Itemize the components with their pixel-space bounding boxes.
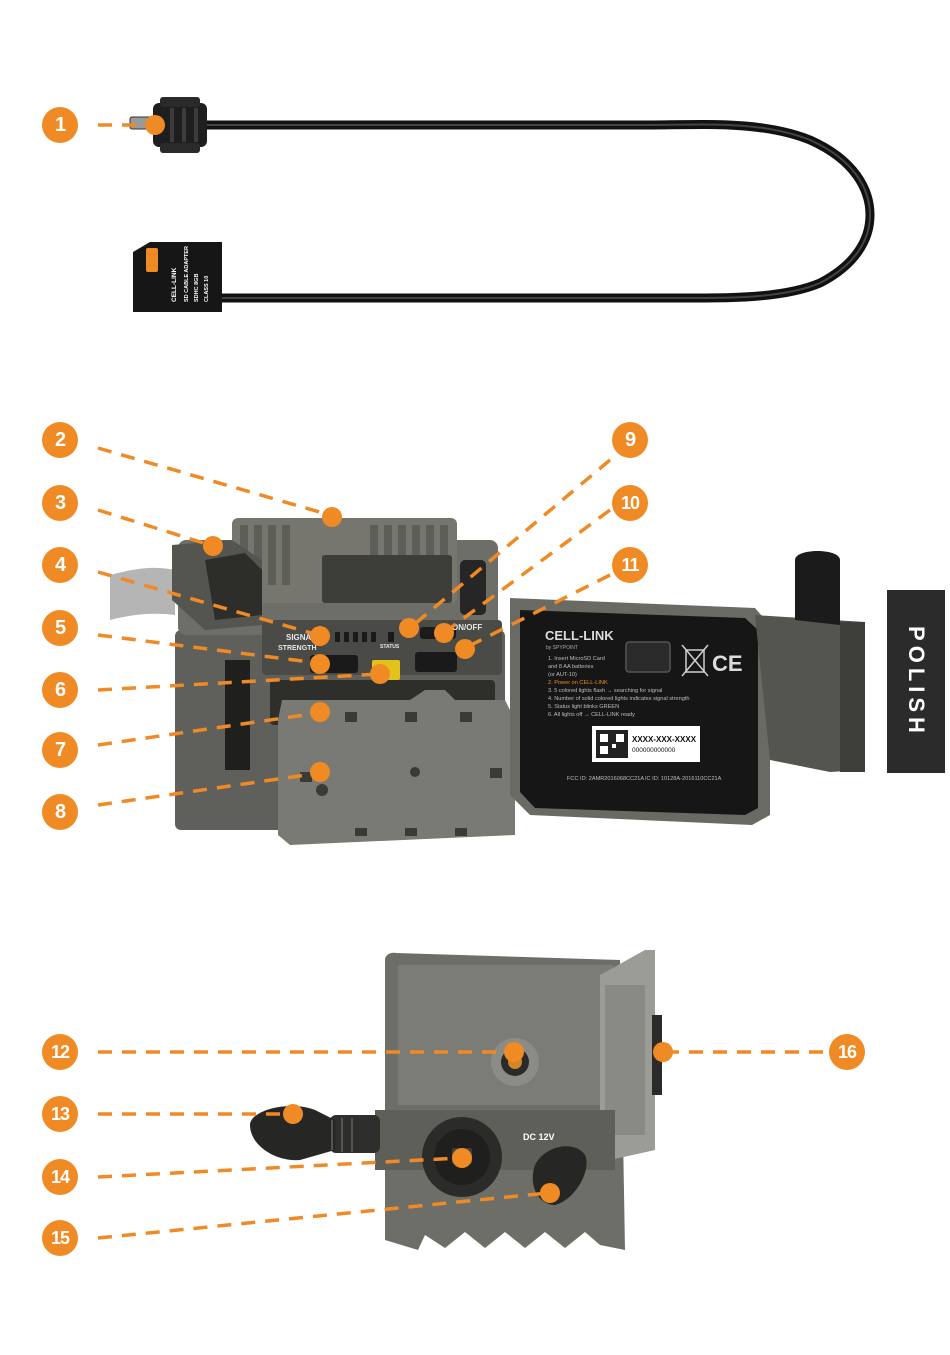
callout-11: 11 — [612, 547, 648, 583]
signal-label: SIGNAL — [286, 633, 316, 642]
leader-dot — [310, 702, 330, 722]
device-open-view — [110, 518, 865, 845]
leader-line-11 — [464, 573, 611, 650]
on-off-label: ON/OFF — [452, 623, 482, 632]
sd-line1-text: SD CABLE ADAPTER — [184, 246, 190, 302]
language-tab: POLISH — [887, 590, 945, 773]
leader-line-9 — [408, 458, 612, 630]
door-instruction: (or AUT-10) — [548, 672, 577, 678]
callout-13: 13 — [42, 1096, 78, 1132]
leader-dot — [504, 1042, 524, 1062]
leader-dot — [145, 115, 165, 135]
status-label: STATUS — [380, 644, 400, 650]
callout-2: 2 — [42, 422, 78, 458]
callout-10: 10 — [612, 485, 648, 521]
leader-line-3 — [97, 508, 211, 547]
callout-15: 15 — [42, 1220, 78, 1256]
door-instruction: 2. Power on CELL-LINK — [548, 680, 608, 686]
serial-text: XXXX-XXX-XXXX — [632, 735, 697, 744]
callout-9: 9 — [612, 422, 648, 458]
leader-dot — [322, 507, 342, 527]
door-instruction: 5. Status light blinks GREEN — [548, 704, 619, 710]
fcc-id-text: FCC ID: 2AMR2016068CC21A — [567, 776, 644, 782]
leader-dot — [310, 654, 330, 674]
leader-line-2 — [97, 446, 331, 517]
leader-dot — [310, 762, 330, 782]
door-instructions: 1. Insert MicroSD Card and 8 AA batterie… — [548, 656, 689, 718]
sd-line3-text: CLASS 10 — [204, 276, 210, 302]
leader-line-8 — [97, 771, 321, 807]
device-back-view — [250, 950, 662, 1250]
door-instruction: and 8 AA batteries — [548, 664, 594, 670]
callout-16: 16 — [829, 1034, 865, 1070]
leader-dot — [540, 1183, 560, 1203]
leader-dot — [434, 623, 454, 643]
callout-1: 1 — [42, 107, 78, 143]
callout-14: 14 — [42, 1159, 78, 1195]
ic-id-text: IC ID: 10128A-2016110CC21A — [645, 776, 722, 782]
leader-dot — [399, 618, 419, 638]
dc-label: DC 12V — [523, 1132, 555, 1142]
leader-dot — [283, 1104, 303, 1124]
leader-line-10 — [443, 508, 612, 634]
leader-dot — [370, 664, 390, 684]
callout-12: 12 — [42, 1034, 78, 1070]
door-subtitle: by SPYPOINT — [546, 645, 578, 651]
leader-line-5 — [97, 633, 319, 665]
sd-brand-text: CELL-LINK — [171, 267, 178, 302]
door-instruction: 4. Number of solid colored lights indica… — [548, 696, 689, 702]
callout-7: 7 — [42, 732, 78, 768]
leader-dot — [203, 536, 223, 556]
sd-cable-adapter — [129, 97, 875, 312]
leader-dot — [653, 1042, 673, 1062]
callout-4: 4 — [42, 547, 78, 583]
leader-line-14 — [97, 1156, 461, 1179]
door-instruction: 3. 5 colored lights flash → searching fo… — [548, 688, 662, 694]
door-title: CELL-LINK — [545, 628, 614, 643]
leader-line-15 — [97, 1191, 549, 1240]
ce-mark: CE — [712, 651, 743, 676]
door-instruction: 6. All lights off → CELL-LINK ready — [548, 712, 635, 718]
sd-line2-text: SDHC 8GB — [194, 274, 200, 302]
leader-dot — [452, 1148, 472, 1168]
strength-label: STRENGTH — [278, 645, 317, 652]
door-instruction: 1. Insert MicroSD Card — [548, 656, 605, 662]
leader-dot — [310, 626, 330, 646]
leader-dots — [145, 115, 673, 1203]
callout-6: 6 — [42, 672, 78, 708]
language-tab-label: POLISH — [904, 625, 929, 738]
callout-8: 8 — [42, 794, 78, 830]
leader-dot — [455, 639, 475, 659]
serial-code-text: 000000000000 — [632, 747, 676, 754]
callout-3: 3 — [42, 485, 78, 521]
leader-lines — [97, 123, 825, 1240]
leader-line-7 — [97, 711, 319, 747]
callout-5: 5 — [42, 610, 78, 646]
